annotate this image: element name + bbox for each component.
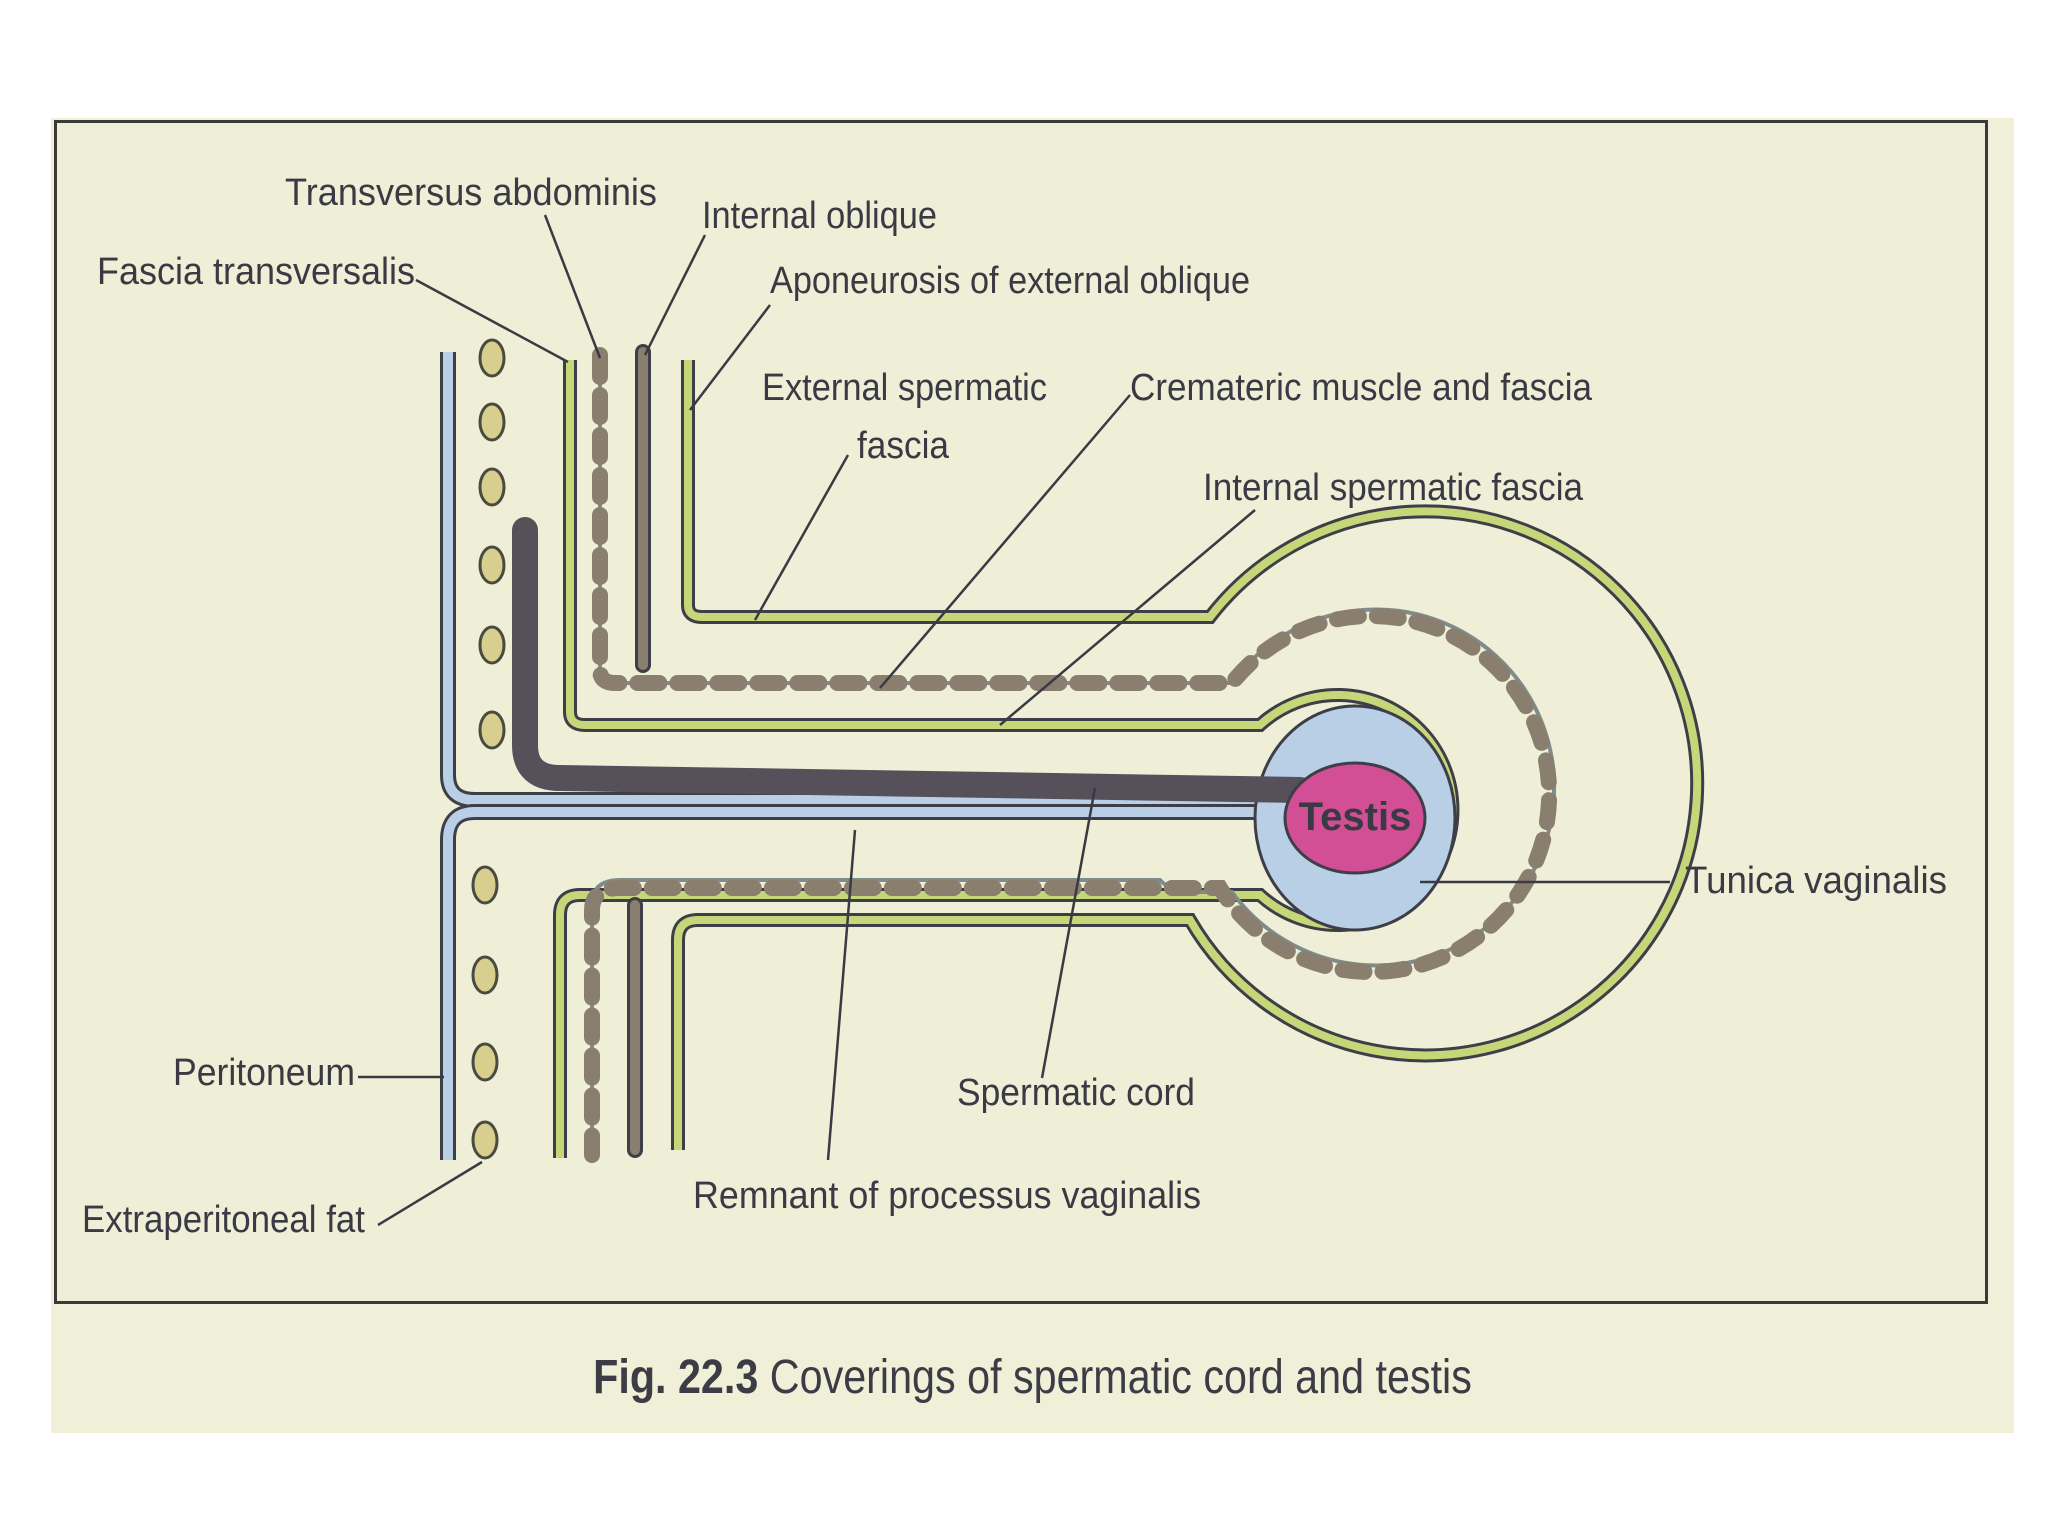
extraperitoneal-fat-globules: [471, 338, 506, 1160]
label-external-spermatic-fascia-2: fascia: [857, 425, 950, 467]
label-external-spermatic-fascia-1: External spermatic: [762, 367, 1047, 409]
testis-label: Testis: [1299, 795, 1412, 839]
label-aponeurosis-external-oblique: Aponeurosis of external oblique: [770, 260, 1250, 302]
label-peritoneum: Peritoneum: [173, 1052, 355, 1094]
label-spermatic-cord: Spermatic cord: [957, 1072, 1195, 1114]
external-spermatic-fascia-layer: [671, 360, 1705, 1150]
figure-caption-text: Coverings of spermatic cord and testis: [769, 1351, 1472, 1404]
figure-caption: Fig. 22.3 Coverings of spermatic cord an…: [188, 1350, 1876, 1405]
testis: [1283, 761, 1427, 875]
label-transversus-abdominis: Transversus abdominis: [285, 172, 657, 214]
spermatic-cord: [512, 517, 1313, 803]
label-tunica-vaginalis: Tunica vaginalis: [1685, 860, 1947, 902]
label-internal-spermatic-fascia: Internal spermatic fascia: [1203, 467, 1584, 509]
figure-number: Fig. 22.3: [593, 1351, 759, 1404]
label-remnant-processus-vaginalis: Remnant of processus vaginalis: [693, 1175, 1201, 1217]
label-extraperitoneal-fat: Extraperitoneal fat: [82, 1199, 365, 1241]
internal-oblique-layer: [627, 344, 651, 1158]
label-internal-oblique: Internal oblique: [702, 195, 937, 237]
cremasteric-muscle-layer: [584, 347, 1558, 1163]
labels: Transversus abdominis Internal oblique F…: [82, 172, 1947, 1241]
figure-frame: [54, 120, 1988, 1304]
label-cremasteric-muscle-fascia: Cremateric muscle and fascia: [1130, 367, 1593, 409]
label-fascia-transversalis: Fascia transversalis: [97, 251, 415, 293]
peritoneum-layer: [440, 352, 1270, 1160]
leader-lines: [358, 214, 1670, 1227]
